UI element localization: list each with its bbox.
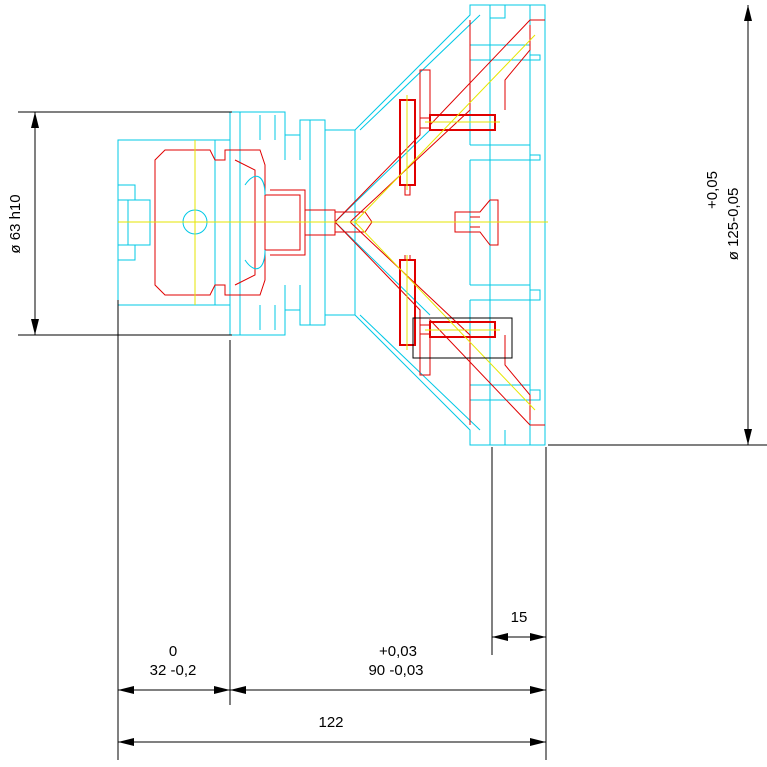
dim-122-label: 122 [318, 714, 343, 731]
dim-32-tolerance-upper: 0 [169, 643, 177, 660]
dim-90-label: 90 -0,03 [368, 662, 423, 679]
dim-32-label: 32 -0,2 [150, 662, 197, 679]
detail-callout-box [412, 317, 513, 359]
dim-63-label: ø 63 h10 [7, 194, 24, 253]
centerlines [118, 34, 548, 411]
dimension-lines [18, 5, 767, 760]
dim-125-label: ø 125-0,05 [725, 188, 742, 261]
dim-15-label: 15 [511, 609, 528, 626]
part-details [154, 19, 545, 426]
dim-125-tolerance-upper: +0,05 [704, 171, 721, 209]
dim-90-tolerance-upper: +0,03 [379, 643, 417, 660]
